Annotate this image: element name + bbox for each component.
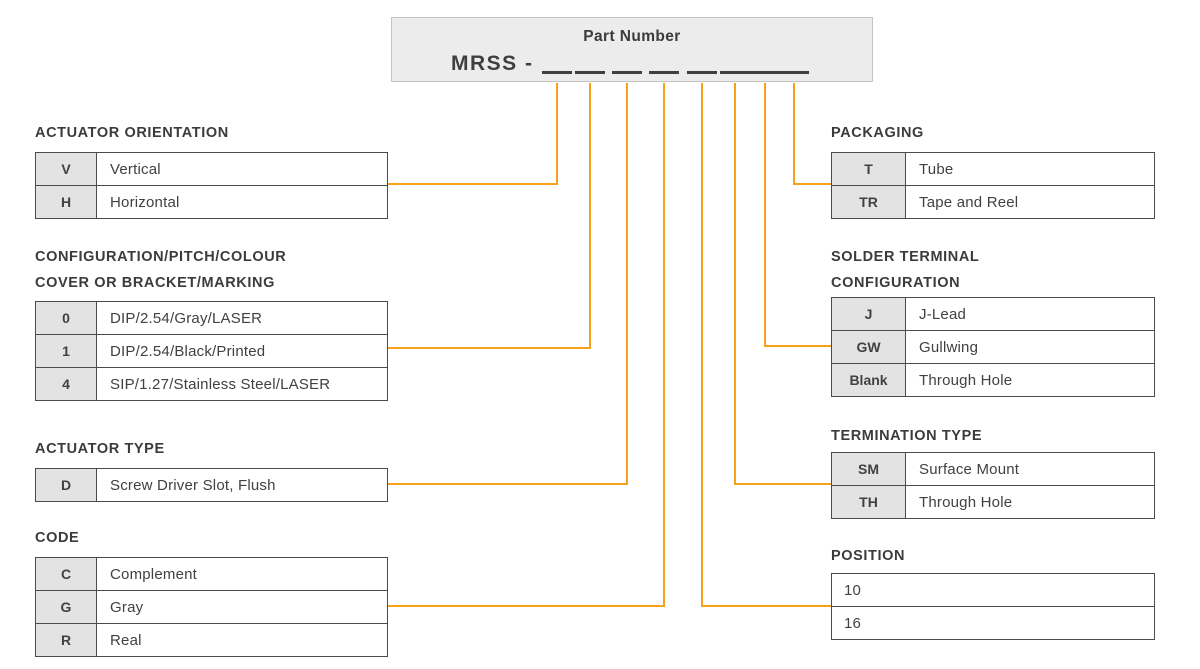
table-row: 10: [832, 574, 1154, 607]
part-number-blank-8: [779, 71, 809, 74]
connector-vertical-actuator-type: [626, 83, 628, 485]
value-cell: DIP/2.54/Black/Printed: [110, 342, 266, 360]
key-cell: SM: [832, 453, 906, 485]
connector-vertical-configuration-pitch-colour: [589, 83, 591, 349]
table-row: 16: [832, 607, 1154, 639]
connector-horizontal-configuration-pitch-colour: [388, 347, 591, 349]
part-number-prefix: MRSS -: [451, 52, 534, 75]
key-cell: H: [36, 186, 97, 218]
value-cell: SIP/1.27/Stainless Steel/LASER: [110, 375, 331, 393]
table-row: G Gray: [36, 591, 387, 624]
connector-horizontal-code: [388, 605, 665, 607]
part-number-box-title: Part Number: [583, 28, 681, 45]
connector-vertical-actuator-orientation: [556, 83, 558, 185]
value-cell: Tube: [919, 160, 954, 178]
key-cell: TR: [832, 186, 906, 218]
table-position: 10 16: [831, 573, 1155, 640]
value-cell: 10: [844, 581, 862, 599]
value-cell: Surface Mount: [919, 460, 1020, 478]
section-title-packaging: PACKAGING: [831, 125, 924, 141]
connector-vertical-solder-terminal-configuration: [764, 83, 766, 347]
key-cell: R: [36, 624, 97, 656]
connector-horizontal-solder-terminal-configuration: [764, 345, 831, 347]
key-cell: TH: [832, 486, 906, 518]
key-cell: 4: [36, 368, 97, 400]
key-cell: 0: [36, 302, 97, 334]
key-cell: C: [36, 558, 97, 590]
table-actuator-type: D Screw Driver Slot, Flush: [35, 468, 388, 502]
table-row: D Screw Driver Slot, Flush: [36, 469, 387, 501]
key-cell: D: [36, 469, 97, 501]
connector-horizontal-actuator-orientation: [388, 183, 558, 185]
connector-horizontal-position: [701, 605, 831, 607]
part-number-blank-3: [612, 71, 642, 74]
connector-vertical-termination-type: [734, 83, 736, 485]
key-cell: J: [832, 298, 906, 330]
table-row: J J-Lead: [832, 298, 1154, 331]
section-title-configuration-line2: COVER OR BRACKET/MARKING: [35, 275, 275, 291]
part-number-blank-2: [575, 71, 605, 74]
table-row: 1 DIP/2.54/Black/Printed: [36, 335, 387, 368]
table-row: Blank Through Hole: [832, 364, 1154, 396]
connector-vertical-packaging: [793, 83, 795, 185]
section-title-actuator-orientation: ACTUATOR ORIENTATION: [35, 125, 229, 141]
section-title-solder-terminal-line2: CONFIGURATION: [831, 275, 961, 291]
section-title-termination-type: TERMINATION TYPE: [831, 428, 983, 444]
table-row: R Real: [36, 624, 387, 656]
key-cell: V: [36, 153, 97, 185]
part-number-blank-5: [687, 71, 717, 74]
value-cell: Gray: [110, 598, 144, 616]
table-row: H Horizontal: [36, 186, 387, 218]
value-cell: Gullwing: [919, 338, 979, 356]
table-row: 4 SIP/1.27/Stainless Steel/LASER: [36, 368, 387, 400]
table-row: TH Through Hole: [832, 486, 1154, 518]
table-row: GW Gullwing: [832, 331, 1154, 364]
table-row: TR Tape and Reel: [832, 186, 1154, 218]
value-cell: Through Hole: [919, 371, 1013, 389]
part-number-blank-1: [542, 71, 572, 74]
section-title-position: POSITION: [831, 548, 906, 564]
connector-horizontal-packaging: [793, 183, 831, 185]
section-title-configuration-line1: CONFIGURATION/PITCH/COLOUR: [35, 249, 287, 265]
key-cell: GW: [832, 331, 906, 363]
table-termination-type: SM Surface Mount TH Through Hole: [831, 452, 1155, 519]
table-row: V Vertical: [36, 153, 387, 186]
table-packaging: T Tube TR Tape and Reel: [831, 152, 1155, 219]
value-cell: DIP/2.54/Gray/LASER: [110, 309, 263, 327]
key-cell: 1: [36, 335, 97, 367]
table-row: T Tube: [832, 153, 1154, 186]
table-row: 0 DIP/2.54/Gray/LASER: [36, 302, 387, 335]
connector-horizontal-termination-type: [734, 483, 831, 485]
value-cell: Screw Driver Slot, Flush: [110, 476, 276, 494]
value-cell: Through Hole: [919, 493, 1013, 511]
section-title-actuator-type: ACTUATOR TYPE: [35, 441, 165, 457]
value-cell: Real: [110, 631, 142, 649]
table-row: C Complement: [36, 558, 387, 591]
connector-vertical-position: [701, 83, 703, 607]
part-number-blank-4: [649, 71, 679, 74]
table-solder-terminal-configuration: J J-Lead GW Gullwing Blank Through Hole: [831, 297, 1155, 397]
value-cell: 16: [844, 614, 862, 632]
table-actuator-orientation: V Vertical H Horizontal: [35, 152, 388, 219]
part-number-blank-7: [750, 71, 780, 74]
value-cell: Complement: [110, 565, 198, 583]
table-configuration: 0 DIP/2.54/Gray/LASER 1 DIP/2.54/Black/P…: [35, 301, 388, 401]
value-cell: Horizontal: [110, 193, 180, 211]
section-title-solder-terminal-line1: SOLDER TERMINAL: [831, 249, 980, 265]
key-cell: Blank: [832, 364, 906, 396]
value-cell: Vertical: [110, 160, 161, 178]
value-cell: J-Lead: [919, 305, 967, 323]
section-title-code: CODE: [35, 530, 80, 546]
part-number-blank-6: [720, 71, 750, 74]
connector-vertical-code: [663, 83, 665, 607]
table-code: C Complement G Gray R Real: [35, 557, 388, 657]
connector-horizontal-actuator-type: [388, 483, 628, 485]
key-cell: G: [36, 591, 97, 623]
table-row: SM Surface Mount: [832, 453, 1154, 486]
value-cell: Tape and Reel: [919, 193, 1019, 211]
key-cell: T: [832, 153, 906, 185]
